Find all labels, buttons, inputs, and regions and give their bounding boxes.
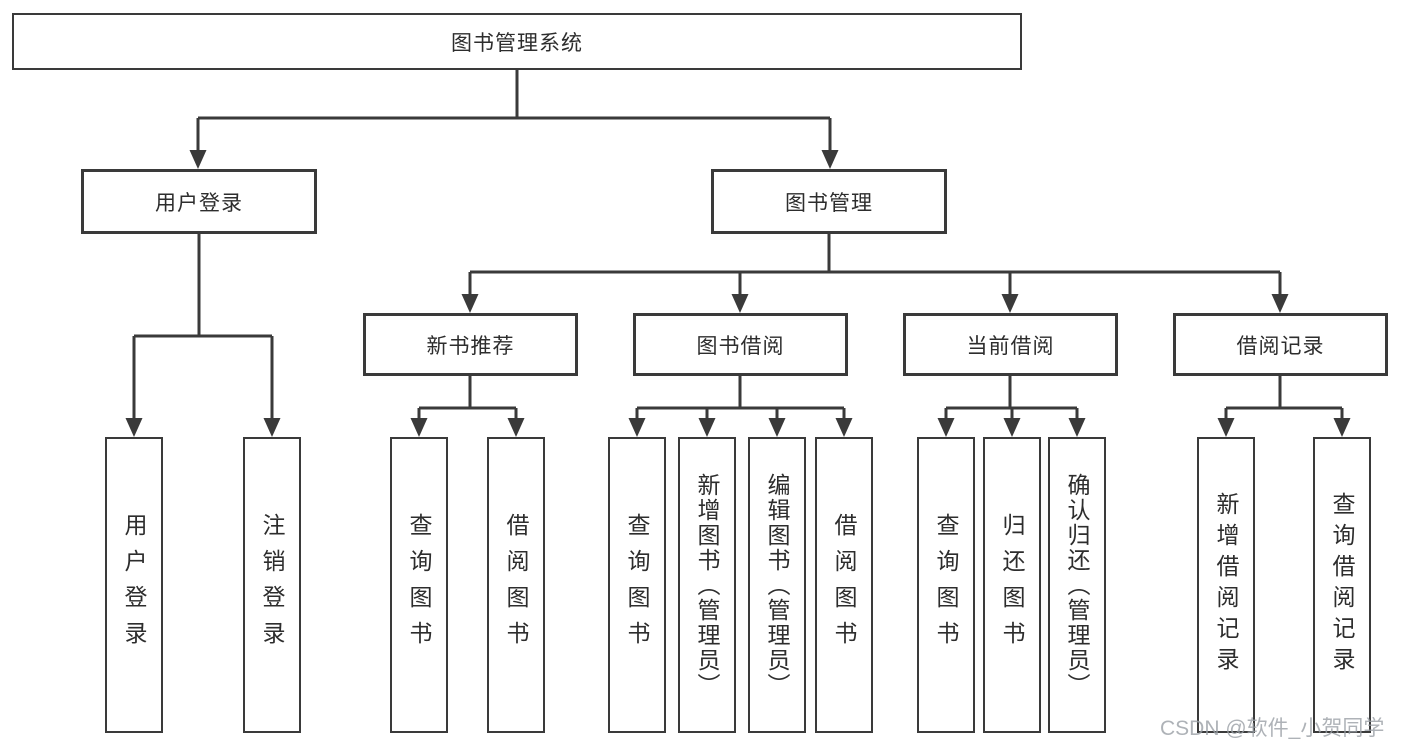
leaf-user-login: 用户登录 [105,437,163,733]
wire-new-book-split [417,376,518,421]
csdn-watermark: CSDN @软件_小贺同学 [1160,717,1385,740]
leaf-cb-confirm-return-admin: 确认归还（管理员） [1048,437,1106,733]
wire-book-borrow-split [635,376,846,421]
node-current-borrow-label: 当前借阅 [966,334,1055,358]
leaf-nbr-borrow-book: 借阅图书 [487,437,545,733]
node-root-label: 图书管理系统 [451,31,583,55]
arrowheads [125,150,1351,437]
wire-book-mgmt-split [468,234,1282,297]
leaf-br-query-record: 查询借阅记录 [1313,437,1371,733]
node-book-borrow-label: 图书借阅 [696,334,785,358]
node-book-borrow: 图书借阅 [633,313,848,376]
node-current-borrow: 当前借阅 [903,313,1118,376]
leaf-logout: 注销登录 [243,437,301,733]
leaf-bb-edit-book-admin: 编辑图书（管理员） [748,437,806,733]
leaf-br-add-record: 新增借阅记录 [1197,437,1255,733]
node-user-login: 用户登录 [81,169,317,234]
wire-root-split [196,70,832,153]
node-new-book-recommend-label: 新书推荐 [426,334,515,358]
node-root: 图书管理系统 [12,13,1022,70]
leaf-cb-query-book: 查询图书 [917,437,975,733]
node-book-mgmt: 图书管理 [711,169,947,234]
wire-borrow-records-split [1224,376,1344,421]
leaf-cb-return-book: 归还图书 [983,437,1041,733]
node-borrow-records: 借阅记录 [1173,313,1388,376]
leaf-nbr-query-book: 查询图书 [390,437,448,733]
node-new-book-recommend: 新书推荐 [363,313,578,376]
node-user-login-label: 用户登录 [155,191,243,215]
node-borrow-records-label: 借阅记录 [1236,334,1325,358]
leaf-bb-add-book-admin: 新增图书（管理员） [678,437,736,733]
leaf-bb-query-book: 查询图书 [608,437,666,733]
wire-user-login-split [132,234,274,421]
node-book-mgmt-label: 图书管理 [785,191,873,215]
wire-current-borrow-split [944,376,1079,421]
leaf-bb-borrow-book: 借阅图书 [815,437,873,733]
